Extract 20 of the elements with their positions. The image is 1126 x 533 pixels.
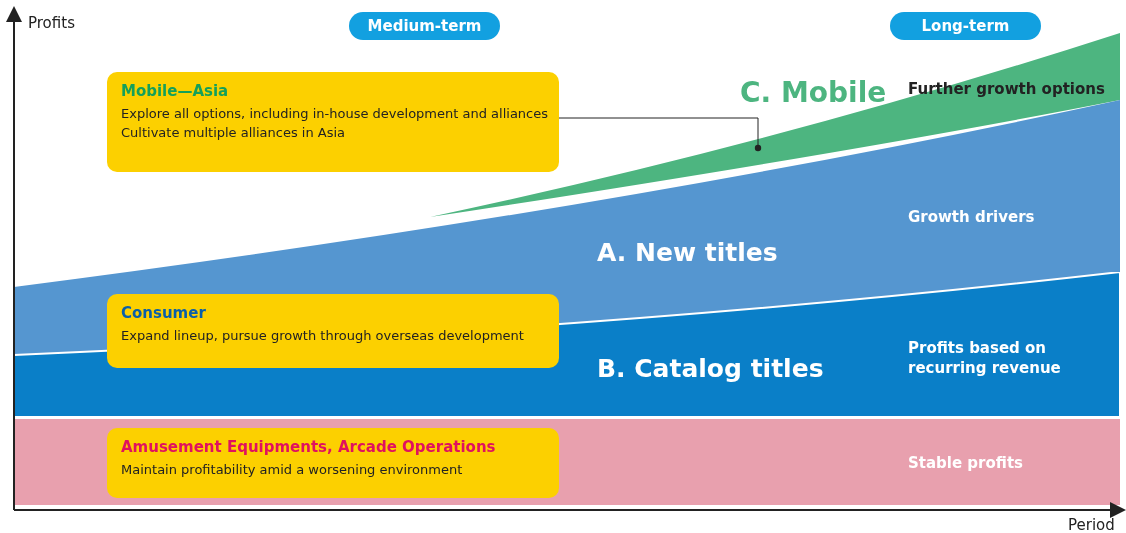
card-text: Maintain profitability amid a worsening environment [121,462,464,477]
segment-title: A. New titles [597,238,778,267]
card-text: Cultivate multiple alliances in Asia [121,125,347,140]
period-badge: Medium-term [349,12,500,40]
axis-label: Profits [28,14,75,32]
card-heading: Amusement Equipments, Arcade Operations [121,438,497,456]
strategy-card [107,72,559,172]
strategy-card [107,294,559,368]
card-heading: Consumer [121,304,207,322]
segment-title: B. Catalog titles [597,354,824,383]
segment-note: Stable profits [908,453,1024,473]
card-heading: Mobile—Asia [121,82,230,100]
segment-title: C. Mobile [740,76,887,109]
segment-note: Profits based on recurring revenue [908,338,1062,378]
segment-note: Growth drivers [908,207,1035,227]
leader-line [558,117,762,152]
axis-label: Period [1068,516,1115,533]
strategy-card [107,428,559,498]
period-badge: Long-term [890,12,1041,40]
card-text: Expand lineup, pursue growth through overseas development [121,328,525,343]
